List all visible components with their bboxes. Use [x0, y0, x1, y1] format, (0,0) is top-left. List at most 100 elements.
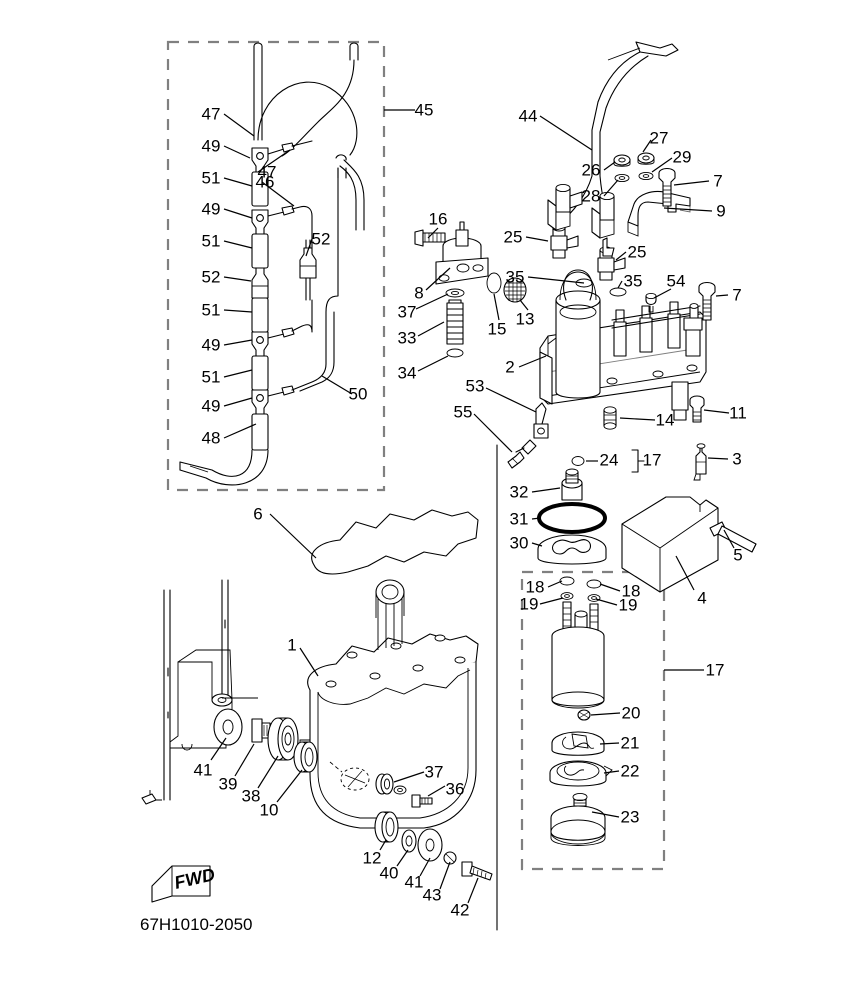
- callout-49: 49: [201, 335, 221, 355]
- oring-31: [537, 502, 607, 534]
- callout-37: 37: [397, 302, 417, 322]
- link-53: [515, 402, 549, 455]
- coil-bracket-right: [591, 191, 615, 257]
- callout-47: 47: [257, 162, 277, 182]
- bolt-11: [689, 395, 705, 423]
- callout-16: 16: [428, 209, 448, 229]
- oring-35a: [575, 278, 593, 288]
- callout-30: 30: [509, 533, 529, 553]
- callout-19: 19: [618, 595, 638, 615]
- callout-15: 15: [487, 319, 507, 339]
- pressure-regulator-16: [414, 221, 489, 285]
- check-valve-52a: [251, 267, 269, 299]
- callout-14: 14: [655, 410, 675, 430]
- callout-11: 11: [729, 403, 747, 423]
- left-bracket-assembly: [141, 579, 318, 805]
- bracket-21: [551, 731, 605, 756]
- washer-19b: [587, 594, 601, 602]
- section-divider-lines: [496, 444, 498, 931]
- check-valve-52b: [299, 247, 317, 279]
- hose-joint-49c: [251, 327, 295, 357]
- bolt-7a: [658, 167, 676, 207]
- callout-24: 24: [599, 450, 619, 470]
- bearing-38: [267, 717, 299, 761]
- callout-41: 41: [404, 872, 424, 892]
- callout-1: 1: [287, 635, 297, 655]
- cover-bracket-9: [627, 190, 691, 237]
- callout-53: 53: [465, 376, 485, 396]
- callout-35: 35: [623, 271, 643, 291]
- callout-27: 27: [649, 128, 669, 148]
- washer-37c: [393, 785, 407, 795]
- cup-23: [550, 792, 606, 846]
- dashed-group-box-right: [520, 570, 666, 871]
- fwd-arrow: FWD: [151, 864, 217, 903]
- callout-17: 17: [642, 450, 662, 470]
- leader-lines: [210, 109, 735, 904]
- callout-10: 10: [259, 800, 279, 820]
- washer-29: [638, 171, 654, 181]
- washer-19a: [560, 592, 574, 600]
- callout-32: 32: [509, 482, 529, 502]
- callout-6: 6: [253, 504, 263, 524]
- fuel-rail-assembly: [539, 269, 707, 421]
- callout-47: 47: [201, 104, 221, 124]
- oring-18b: [586, 579, 602, 589]
- hose-joint-49d: [251, 385, 295, 415]
- filter-30: [537, 534, 607, 565]
- seal-10: [293, 741, 318, 773]
- bolt-36: [411, 794, 433, 808]
- coil-bracket-left: [547, 183, 583, 231]
- callout-49: 49: [201, 396, 221, 416]
- diagram-part-number: 67H1010-2050: [140, 915, 253, 934]
- callout-51: 51: [201, 231, 221, 251]
- callout-49: 49: [201, 199, 221, 219]
- callout-31: 31: [509, 509, 529, 529]
- screen-13: [503, 277, 527, 303]
- callout-22: 22: [620, 761, 640, 781]
- seal-37b: [375, 773, 394, 795]
- callout-36: 36: [445, 779, 465, 799]
- callout-2: 2: [505, 357, 515, 377]
- callout-52: 52: [201, 267, 221, 287]
- callout-46: 46: [255, 172, 275, 192]
- callout-50: 50: [348, 384, 368, 404]
- tube-51b: [251, 233, 269, 269]
- bolt-55: [507, 451, 525, 469]
- washer-40: [401, 829, 417, 853]
- callout-9: 9: [716, 201, 726, 221]
- hose-joint-49b: [251, 205, 295, 235]
- callout-25: 25: [627, 242, 647, 262]
- callout-49: 49: [201, 136, 221, 156]
- callout-34: 34: [397, 363, 417, 383]
- callout-38: 38: [241, 786, 261, 806]
- plug-54: [645, 292, 657, 313]
- callout-17: 17: [705, 660, 725, 680]
- washer-41b: [417, 828, 443, 862]
- washer-37: [445, 288, 465, 298]
- callout-55: 55: [453, 402, 473, 422]
- callout-41: 41: [193, 760, 213, 780]
- washer-43: [443, 851, 457, 865]
- callout-26: 26: [581, 160, 601, 180]
- callout-7: 7: [713, 171, 723, 191]
- callout-5: 5: [733, 545, 743, 565]
- ecu-box-4: [621, 496, 757, 593]
- callout-40: 40: [379, 863, 399, 883]
- callout-20: 20: [621, 703, 641, 723]
- callout-54: 54: [666, 271, 686, 291]
- callout-18: 18: [621, 581, 641, 601]
- clip-20: [577, 709, 591, 721]
- callout-44: 44: [518, 106, 538, 126]
- callout-52: 52: [311, 229, 331, 249]
- clip-3: [693, 443, 707, 481]
- fuel-pump-cap-32: [561, 468, 583, 501]
- nut-14: [603, 406, 617, 430]
- filter-22: [549, 760, 613, 787]
- bolt-42: [461, 861, 493, 881]
- callout-37: 37: [424, 762, 444, 782]
- oring-24: [571, 449, 645, 473]
- tube-51c: [251, 297, 269, 333]
